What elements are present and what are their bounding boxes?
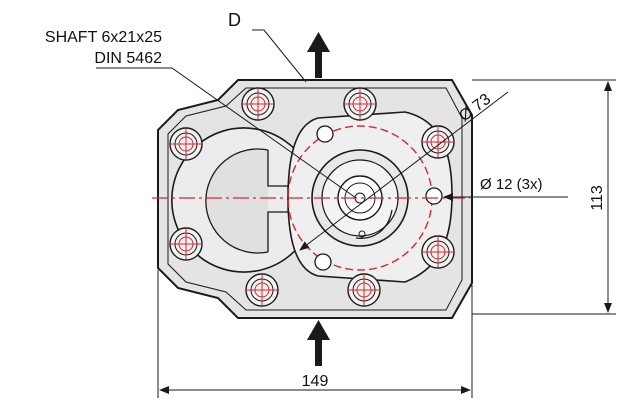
- pilot-hole-top: [316, 125, 334, 143]
- pilot-diameter-leader: [299, 91, 509, 251]
- view-d-leader: [252, 29, 307, 83]
- bolt-bottom-right: [347, 273, 381, 307]
- pilot-holes: [314, 125, 443, 271]
- height-dimension-label: 113: [589, 185, 606, 211]
- view-d-label: D: [228, 10, 241, 30]
- shaft-label-line2: DIN 5462: [94, 50, 162, 67]
- left-chamber-inner: [205, 148, 269, 254]
- hole-diameter-label: Ø 12 (3x): [480, 176, 543, 193]
- mounting-bolts: [169, 87, 455, 307]
- width-dimension-label: 149: [302, 373, 329, 390]
- bolt-upper-right: [421, 125, 455, 159]
- flow-arrow-up-bottom: [307, 320, 330, 366]
- height-dimension: [472, 79, 616, 315]
- shaft-leader: [96, 67, 357, 199]
- pilot-hole-right: [425, 187, 443, 205]
- flow-arrow-up-top: [307, 32, 330, 78]
- retaining-ring-hole: [358, 230, 366, 238]
- width-dimension: [157, 270, 473, 398]
- bolt-lower-left: [169, 227, 203, 261]
- bolt-top-left: [241, 87, 275, 121]
- flange-inner-edge: [167, 87, 463, 311]
- pilot-hole-bottom: [314, 253, 332, 271]
- bolt-bottom-left: [245, 273, 279, 307]
- shaft-label-line1: SHAFT 6x21x25: [45, 29, 162, 46]
- bolt-top-right: [343, 87, 377, 121]
- retaining-ring: [355, 209, 393, 239]
- bolt-upper-left: [169, 127, 203, 161]
- bolt-lower-right: [421, 235, 455, 269]
